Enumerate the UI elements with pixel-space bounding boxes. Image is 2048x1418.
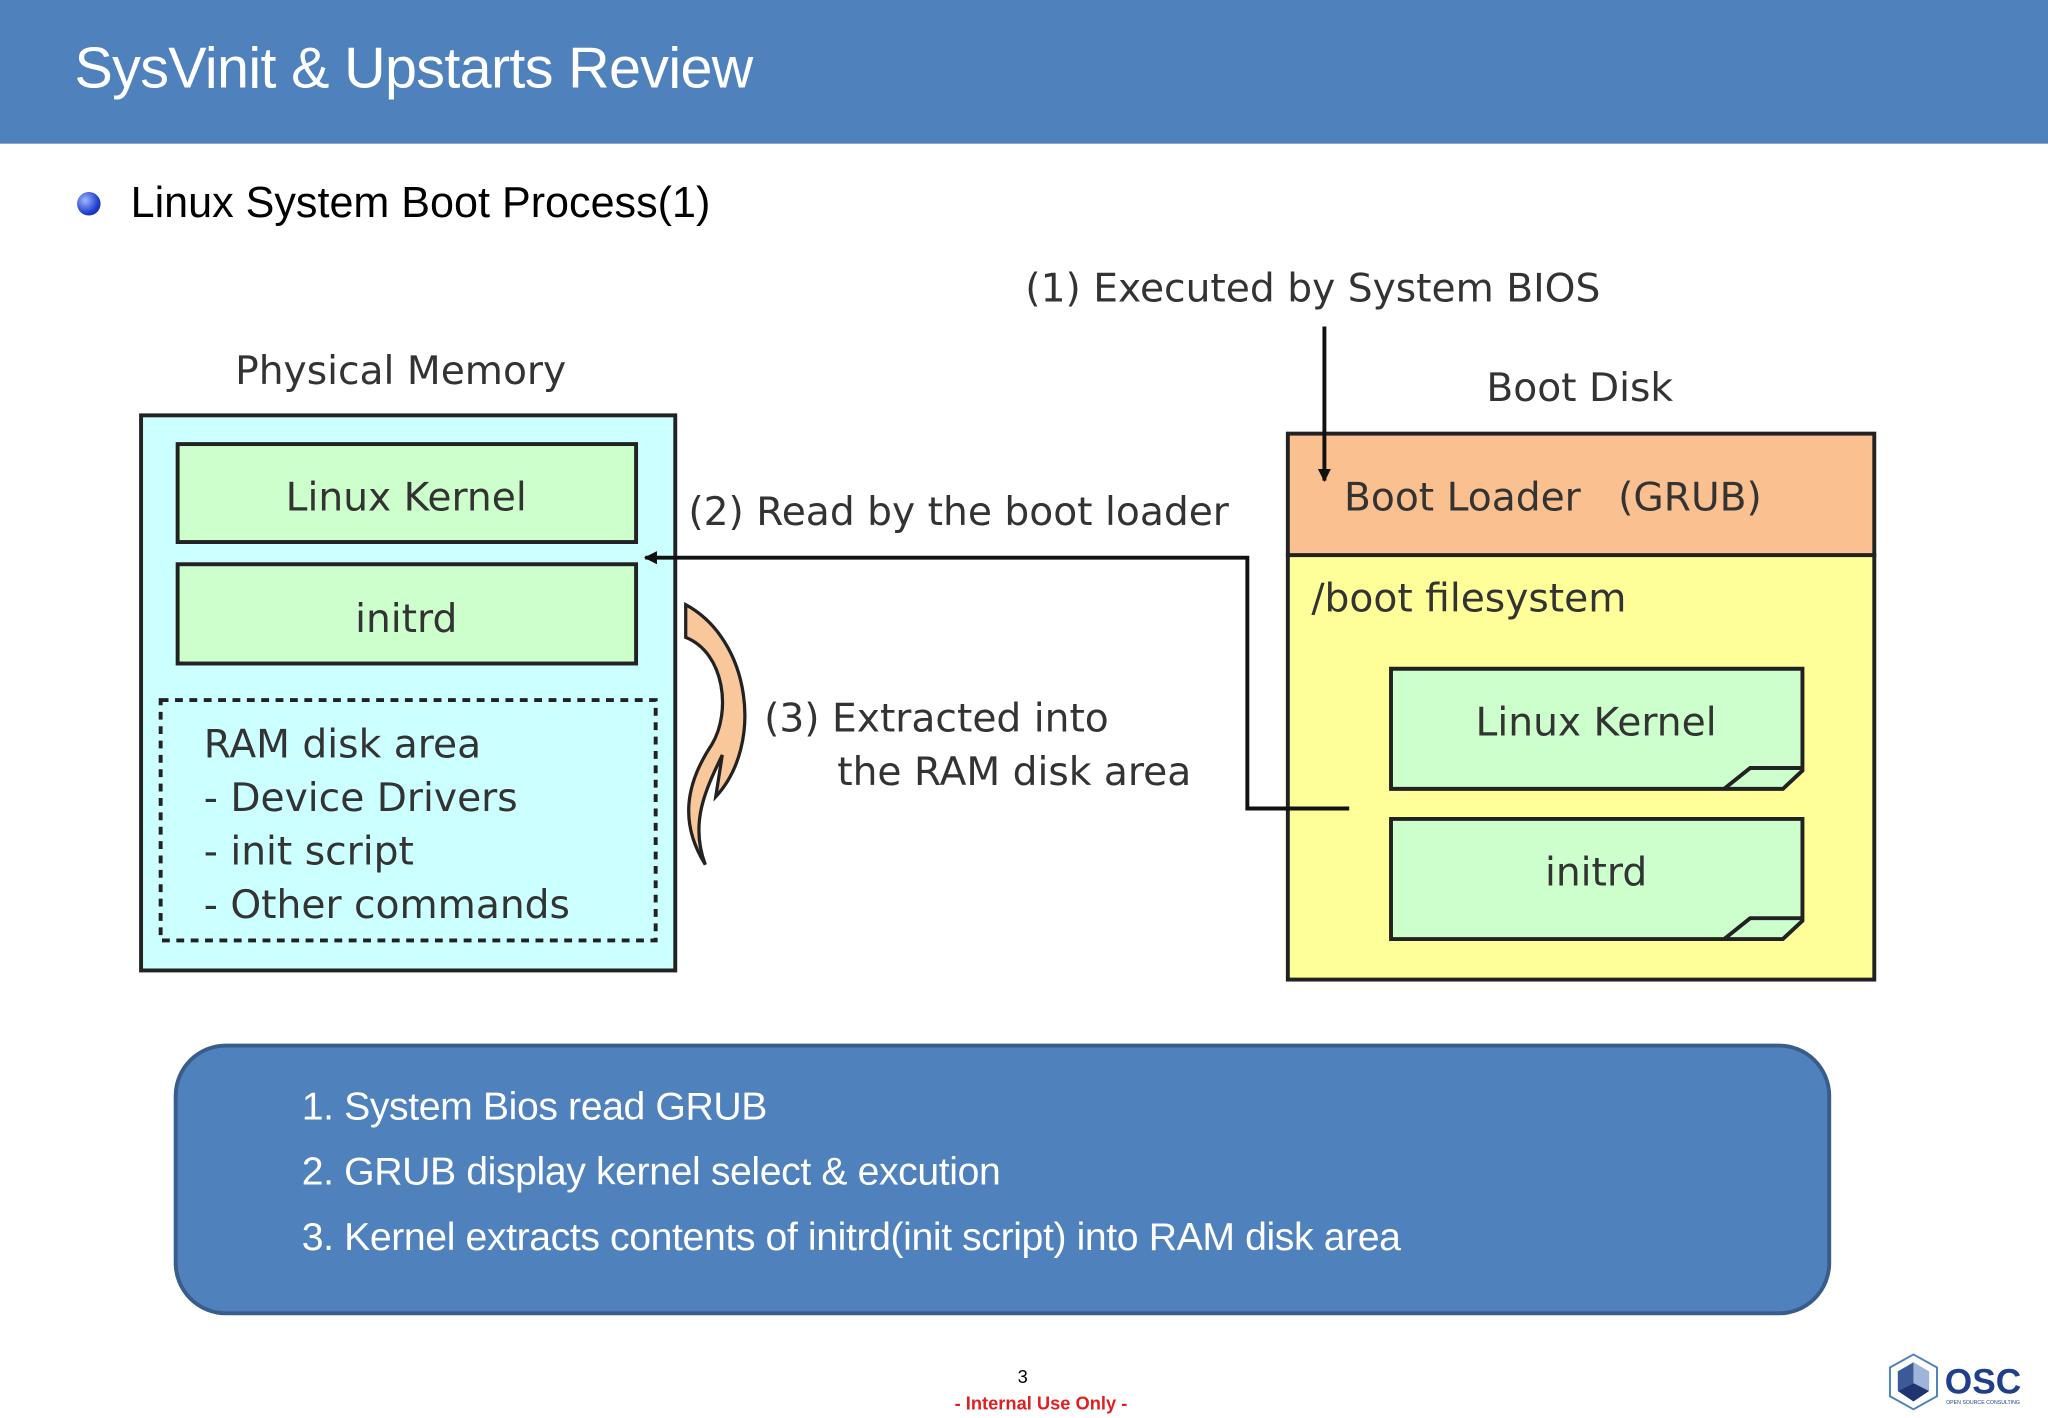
step2-label: (2) Read by the boot loader	[688, 490, 1229, 535]
boot-process-diagram: Physical Memory Linux Kernel initrd RAM …	[139, 267, 1877, 982]
logo-text: OSC	[1945, 1363, 2021, 1402]
step3-label-line2: the RAM disk area	[837, 750, 1191, 795]
disk-kernel-file	[1389, 666, 1805, 791]
memory-kernel-box	[175, 442, 639, 544]
summary-item: 1. System Bios read GRUB	[301, 1085, 768, 1129]
ram-disk-line: - Device Drivers	[204, 776, 518, 821]
page-number-text: 3	[1017, 1366, 1028, 1388]
read-arrow	[643, 551, 1350, 811]
page-number: 3	[0, 1366, 2048, 1387]
memory-initrd-box	[175, 562, 639, 666]
step3-label-line1: (3) Extracted into	[764, 696, 1109, 741]
ram-disk-line: RAM disk area	[204, 723, 481, 768]
section-heading: Linux System Boot Process(1)	[130, 177, 711, 226]
boot-loader-label: Boot Loader (GRUB)	[1344, 476, 1762, 521]
bullet-icon	[77, 191, 101, 216]
extract-arrow-icon	[684, 601, 747, 866]
summary-item: 3. Kernel extracts contents of initrd(in…	[301, 1215, 1401, 1260]
boot-filesystem-label: /boot filesystem	[1311, 576, 1626, 621]
boot-loader-box	[1285, 431, 1877, 558]
slide-header: SysVinit & Upstarts Review	[0, 0, 2048, 144]
step1-label: (1) Executed by System BIOS	[1025, 267, 1600, 312]
ram-disk-line: - Other commands	[204, 883, 570, 928]
memory-kernel-label: Linux Kernel	[286, 476, 527, 521]
disk-initrd-file	[1389, 816, 1805, 942]
internal-use-notice: - Internal Use Only -	[0, 1392, 2048, 1413]
slide-title: SysVinit & Upstarts Review	[74, 36, 753, 101]
disk-initrd-label: initrd	[1545, 851, 1647, 896]
logo-subtext: OPEN SOURCE CONSULTING	[1946, 1400, 2020, 1406]
physical-memory-label: Physical Memory	[235, 349, 566, 394]
file-fold-icon	[1722, 916, 1803, 941]
osc-logo: OSC OPEN SOURCE CONSULTING	[1888, 1353, 2021, 1411]
file-fold-icon	[1722, 766, 1803, 791]
logo-hexagon-icon	[1888, 1353, 1938, 1411]
ram-disk-line: - init script	[204, 830, 414, 875]
internal-use-text: - Internal Use Only -	[954, 1392, 1128, 1414]
summary-box: 1. System Bios read GRUB 2. GRUB display…	[173, 1043, 1832, 1316]
memory-initrd-label: initrd	[355, 597, 457, 642]
boot-disk-label: Boot Disk	[1486, 366, 1673, 411]
summary-item: 2. GRUB display kernel select & excution	[301, 1150, 1001, 1194]
disk-kernel-label: Linux Kernel	[1476, 700, 1717, 745]
